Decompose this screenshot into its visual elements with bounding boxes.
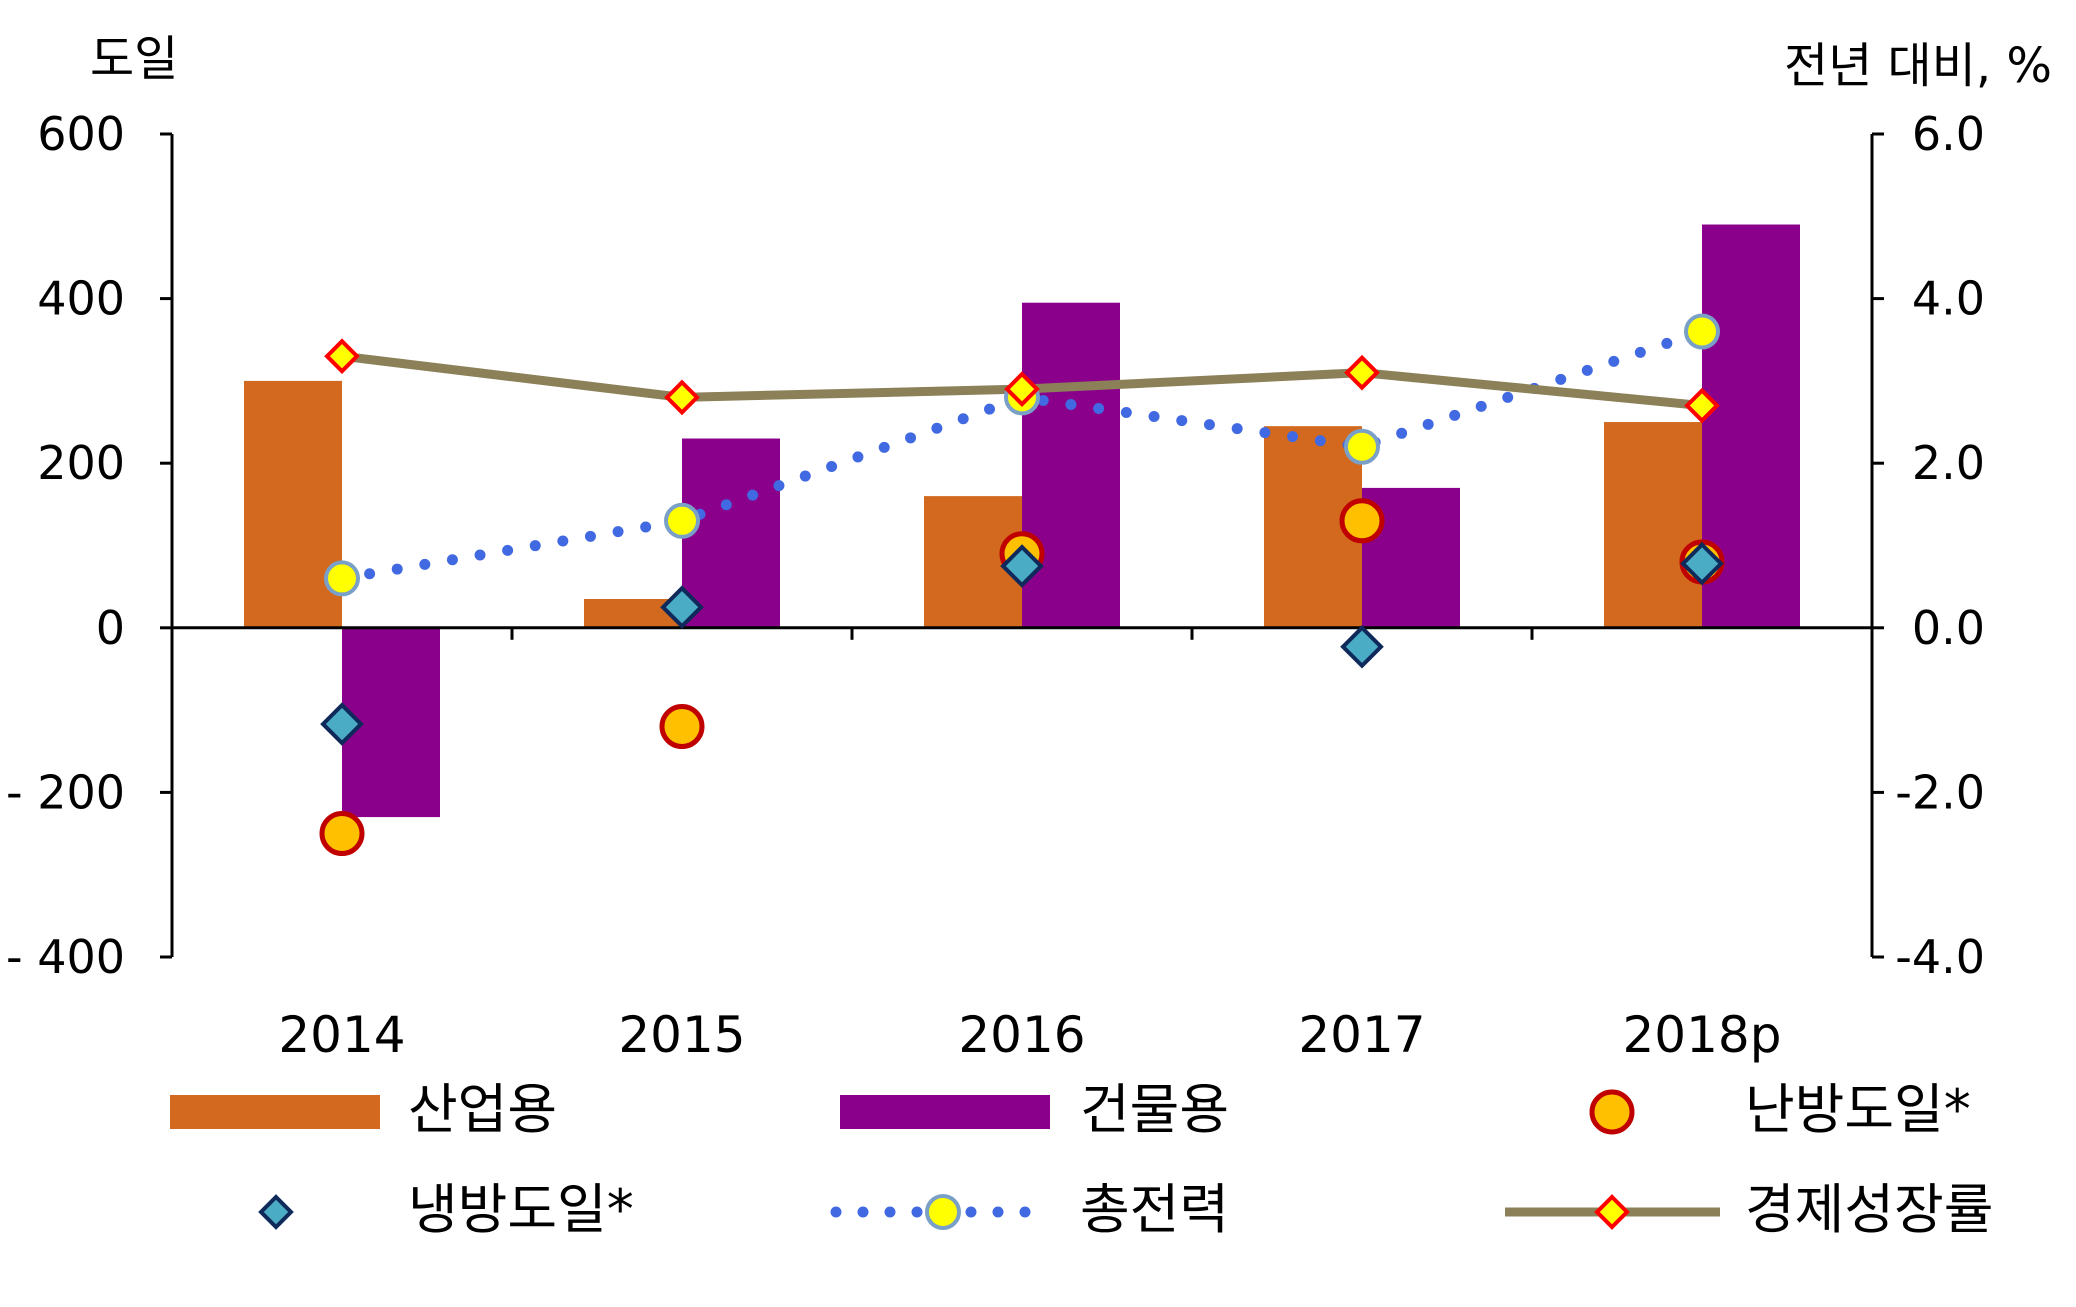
right-tick-label: 2.0 [1912,436,1985,490]
point-growth-rate-2014 [324,338,360,375]
left-tick-label: 200 [37,436,125,490]
left-tick-label: - 400 [6,930,125,984]
point-total-power-2015 [664,502,700,539]
legend-label-growth-rate: 경제성장률 [1745,1178,1993,1241]
category-label: 2017 [1298,1006,1425,1064]
right-tick-label: 4.0 [1912,272,1985,326]
legend-swatch-heating [1589,1089,1635,1135]
right-tick-label: 6.0 [1912,107,1985,161]
point-heating-degree-days-2017 [1339,498,1385,544]
category-label: 2014 [278,1006,405,1064]
legend-swatch-building [840,1095,1050,1129]
legend-swatch-industrial [170,1095,380,1129]
legend-swatch-growth-marker [1594,1194,1630,1230]
bar-building-2016 [1022,302,1120,628]
legend-label-building: 건물용 [1080,1078,1229,1141]
right-tick-label: -4.0 [1895,930,1985,984]
category-label: 2015 [618,1006,745,1064]
point-cooling-degree-days-2017 [1340,624,1384,669]
legend-label-cooling: 냉방도일* [408,1178,634,1241]
right-tick-label: 0.0 [1912,601,1985,655]
right-axis-unit: 전년 대비, % [1784,38,2052,94]
point-heating-degree-days-2015 [659,704,705,750]
point-cooling-degree-days-2015 [660,585,704,630]
left-tick-label: 400 [37,272,125,326]
point-cooling-degree-days-2016 [1000,544,1044,588]
legend-swatch-cooling [258,1194,294,1230]
category-label: 2016 [958,1006,1085,1064]
left-axis-unit: 도일 [90,31,178,87]
point-growth-rate-2017 [1344,354,1380,391]
right-tick-label: -2.0 [1895,765,1985,819]
point-growth-rate-2016 [1004,371,1040,407]
legend-label-industrial: 산업용 [408,1078,557,1141]
point-growth-rate-2015 [664,379,700,416]
left-tick-label: - 200 [6,765,125,819]
bar-industrial-2014 [244,380,342,628]
legend-label-heating: 난방도일* [1745,1078,1971,1141]
bar-industrial-2018p [1604,422,1702,628]
legend-label-total-power: 총전력 [1080,1178,1229,1241]
left-tick-label: 600 [37,107,125,161]
point-total-power-2017 [1344,428,1380,465]
point-heating-degree-days-2014 [319,811,365,857]
point-total-power-2014 [324,560,360,597]
left-tick-label: 0 [96,601,125,655]
category-label: 2018p [1623,1006,1782,1064]
legend-swatch-total-power-marker [925,1194,961,1230]
bar-building-2015 [682,438,780,628]
point-growth-rate-2018p [1684,387,1720,424]
point-cooling-degree-days-2014 [320,702,364,746]
legend: 산업용 건물용 난방도일* 냉방도일* 총전력 경제성장률 [170,1078,1993,1241]
plot-area: 600 400 200 0 - 200 - 400 6.0 4.0 2.0 0.0 -2.0 -4.0… [6,107,1985,1064]
point-total-power-2018p [1684,313,1720,350]
point-cooling-degree-days-2018p [1680,541,1724,586]
